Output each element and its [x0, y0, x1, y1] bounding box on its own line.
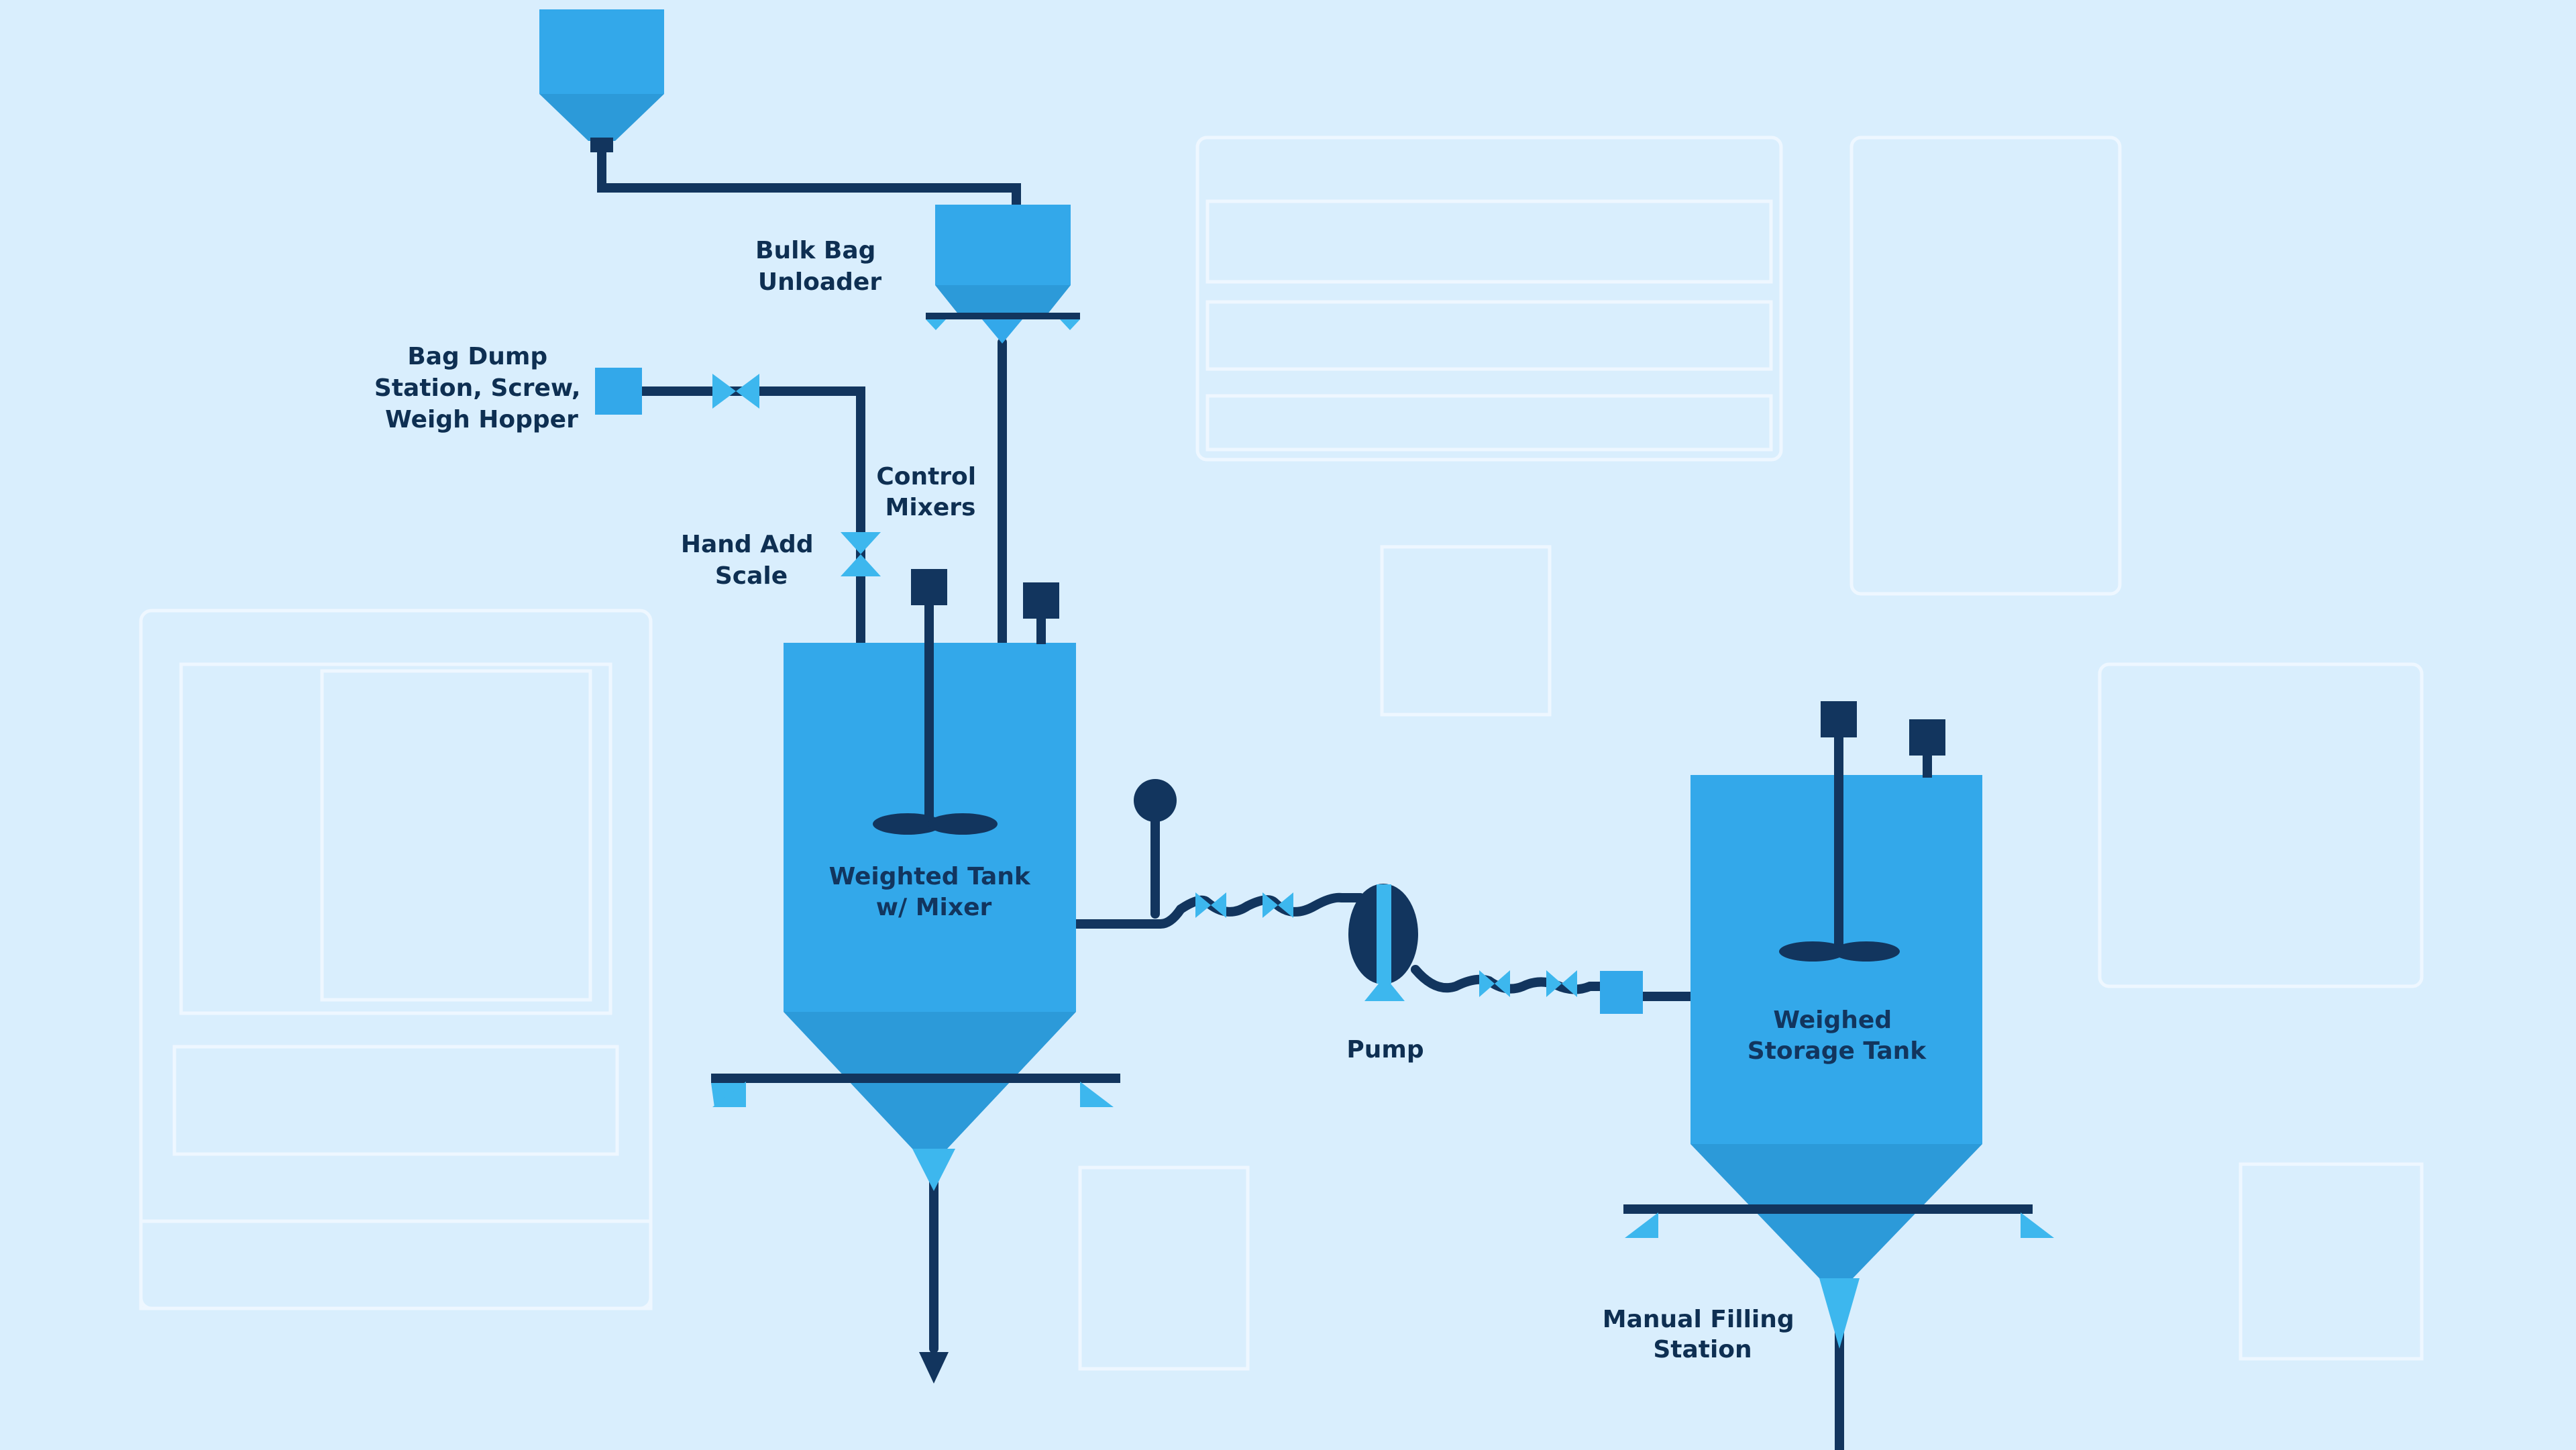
bag-dump-line: [636, 386, 865, 648]
background-outlines: [139, 136, 2424, 1371]
butterfly-valve-icon: [841, 532, 881, 576]
butterfly-valve-icon: [712, 374, 759, 409]
top-hopper: [539, 9, 664, 152]
manual-filling-station-label: Manual Filling Station: [1603, 1306, 1803, 1363]
pump-label: Pump: [1346, 1036, 1424, 1064]
agitator-icon: [1779, 701, 1900, 962]
storage-tank-label: Weighed Storage Tank: [1748, 1006, 1927, 1065]
butterfly-valve-icon: [1479, 970, 1577, 997]
bulk-bag-unloader-label: Bulk Bag Unloader: [755, 237, 884, 296]
control-box-icon: [1909, 719, 1945, 778]
bulk-bag-unloader: [926, 205, 1080, 344]
inline-filter-box: [1600, 971, 1643, 1014]
transfer-line: [1069, 892, 1365, 929]
diaphragm-pump-icon: [1348, 884, 1418, 1001]
feed-line: [597, 142, 1021, 209]
weighted-tank-label: Weighted Tank w/ Mixer: [829, 863, 1039, 921]
hand-add-scale-label: Hand Add Scale: [681, 531, 822, 590]
bag-dump-station-box: [595, 368, 642, 415]
control-box-icon: [1023, 582, 1059, 644]
pressure-gauge-icon: [1134, 779, 1177, 822]
control-mixers-label: Control Mixers: [876, 463, 984, 521]
bag-dump-station-label: Bag Dump Station, Screw, Weigh Hopper: [374, 343, 589, 433]
butterfly-valve-icon: [1195, 892, 1293, 918]
agitator-icon: [873, 569, 998, 835]
discharge-line: [1411, 965, 1615, 994]
outlet-arrow-icon: [919, 1352, 949, 1384]
